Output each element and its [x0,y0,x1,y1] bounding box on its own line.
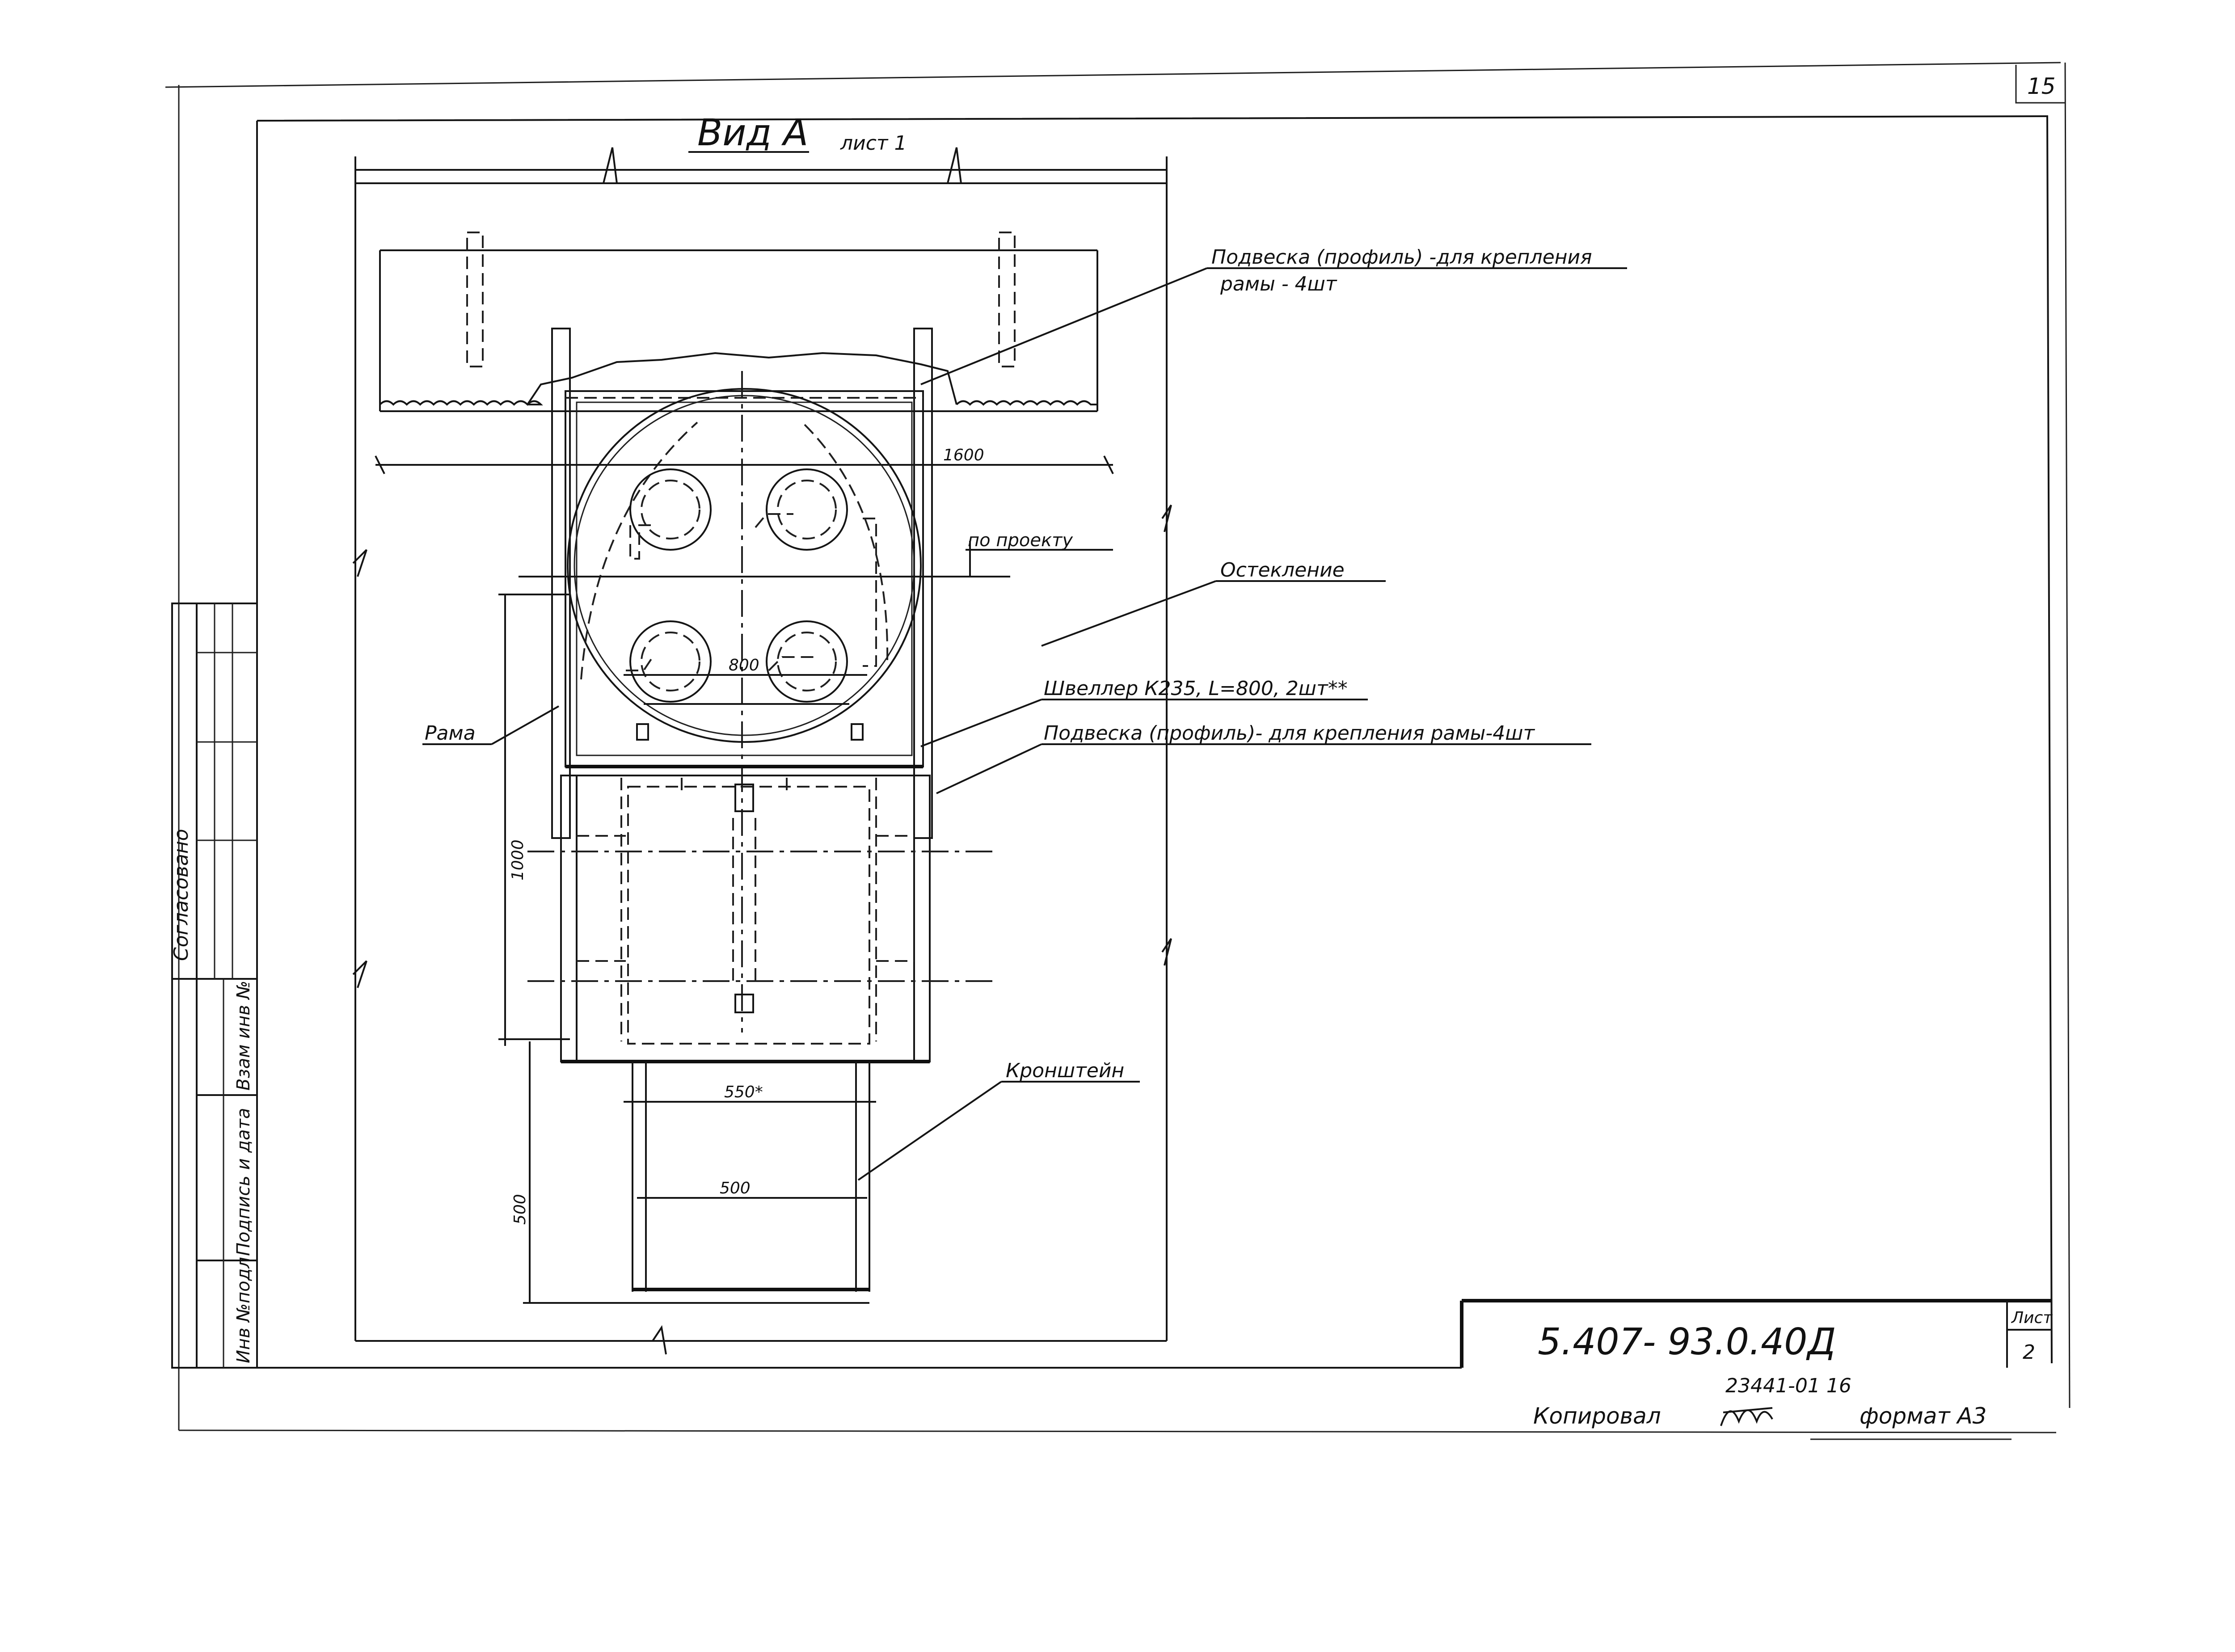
leader-lines [422,267,1627,1181]
lower-frame [527,775,997,1063]
callout-frame: Рама [425,722,476,745]
side-stamp [171,603,258,1369]
dimension-1000: 1000 [509,839,527,881]
dimension-550: 550* [724,1083,763,1101]
callout-suspension-top-line1: Подвеска (профиль) -для крепления [1211,246,1592,269]
callout-suspension-bottom: Подвеска (профиль)- для крепления рамы-4… [1044,722,1535,745]
callout-bracket: Кронштейн [1006,1059,1124,1082]
sheet-number: 2 [2023,1341,2035,1364]
outer-contour [352,147,1172,1355]
callout-channel: Швеллер К235, L=800, 2шт** [1044,677,1348,700]
title-block [1460,1299,2052,1440]
callout-glazing: Остекление [1220,559,1345,582]
dimension-800: 800 [729,656,759,674]
callout-by-project: по проекту [968,530,1073,551]
view-sheet-ref: лист 1 [840,132,907,155]
copier-signature [1720,1407,1773,1426]
callout-suspension-top-line2: рамы - 4шт [1220,273,1337,295]
sheet-border [165,62,2071,1433]
document-code: 5.407- 93.0.40Д [1538,1321,1836,1363]
copied-by-label: Копировал [1533,1403,1661,1429]
page-number: 15 [2027,73,2056,99]
sheet-label: Лист [2011,1309,2053,1327]
format-label: формат А3 [1860,1403,1986,1429]
dimension-lines [375,455,1114,1304]
stamp-inv-no-orig: Инв №подл [233,1257,254,1363]
glazing-circle [567,388,922,743]
dimension-1600: 1600 [943,446,984,464]
archive-number: 23441-01 16 [1725,1374,1851,1397]
view-title: Вид А [697,112,808,154]
bracket [632,1062,870,1292]
dimension-500-horizontal: 500 [720,1179,751,1197]
stamp-replaces-inv: Взам инв № [233,981,254,1091]
stamp-agreed: Согласовано [170,829,193,961]
stamp-sign-date: Подпись и дата [233,1108,254,1256]
ceiling-section [379,232,1098,412]
fixture-clamps [626,468,877,741]
dimension-500-vertical: 500 [511,1194,529,1225]
